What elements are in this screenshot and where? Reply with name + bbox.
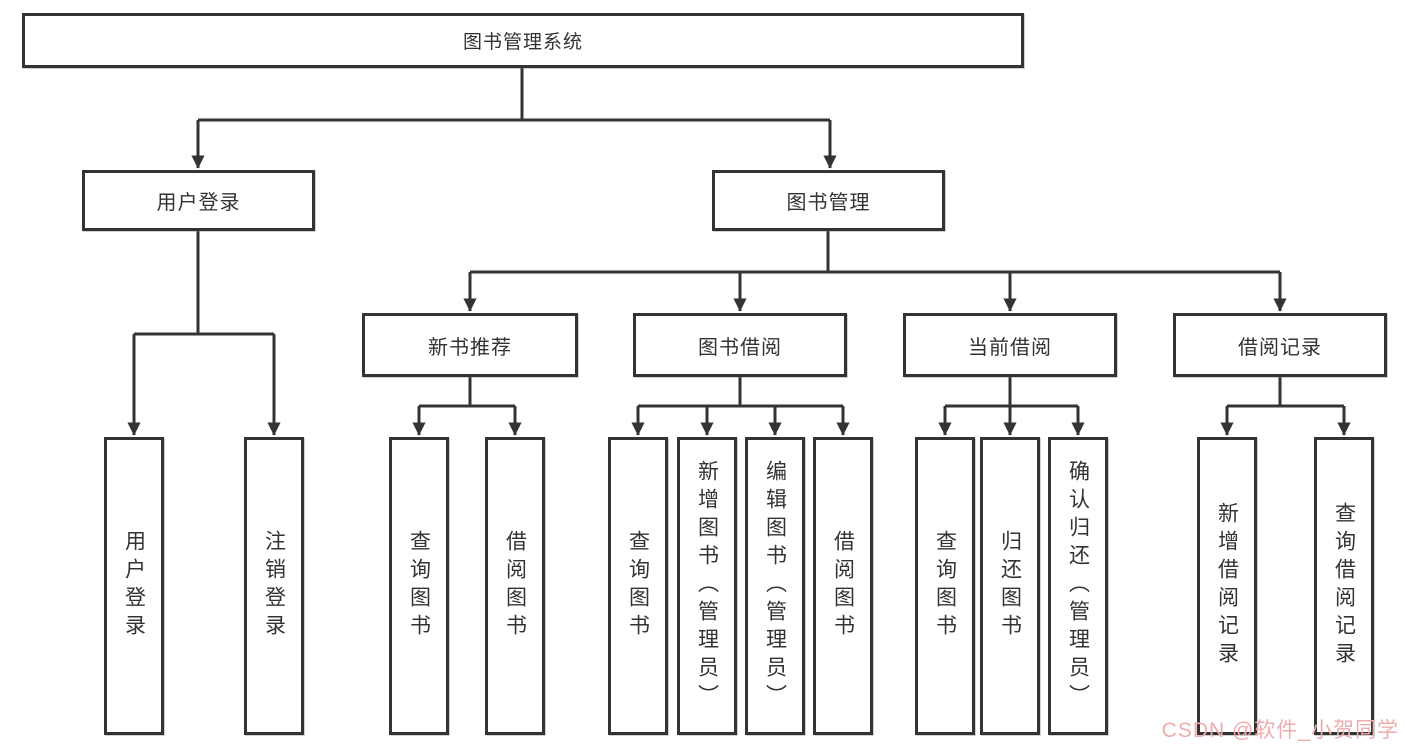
leaf-add-borrow-record: 新增借阅记录	[1197, 437, 1257, 735]
leaf-user-login: 用户登录	[104, 437, 164, 735]
node-user-login: 用户登录	[82, 170, 315, 231]
node-label: 查询图书	[407, 530, 431, 642]
node-label: 编辑图书（管理员）	[763, 460, 787, 712]
node-label: 新增图书（管理员）	[695, 460, 719, 712]
node-new-book-recommend: 新书推荐	[362, 313, 578, 377]
node-label: 查询图书	[626, 530, 650, 642]
node-label: 注销登录	[262, 530, 286, 642]
leaf-add-book-admin: 新增图书（管理员）	[677, 437, 737, 735]
node-label: 图书管理	[786, 192, 871, 214]
node-book-management: 图书管理	[712, 170, 945, 231]
leaf-query-books-recommend: 查询图书	[389, 437, 449, 735]
leaf-query-borrow-record: 查询借阅记录	[1314, 437, 1374, 735]
leaf-return-books: 归还图书	[980, 437, 1040, 735]
leaf-confirm-return-admin: 确认归还（管理员）	[1048, 437, 1108, 735]
node-label: 查询图书	[933, 530, 957, 642]
leaf-query-books-borrow: 查询图书	[608, 437, 668, 735]
node-label: 借阅图书	[503, 530, 527, 642]
node-label: 新增借阅记录	[1215, 502, 1239, 670]
node-label: 借阅记录	[1238, 336, 1322, 359]
watermark-text: CSDN @软件_小贺同学	[1161, 719, 1399, 742]
node-label: 查询借阅记录	[1332, 502, 1356, 670]
node-label: 用户登录	[122, 530, 146, 642]
node-label: 当前借阅	[968, 336, 1052, 359]
leaf-edit-book-admin: 编辑图书（管理员）	[745, 437, 805, 735]
leaf-borrow-books-recommend: 借阅图书	[485, 437, 545, 735]
node-label: 归还图书	[998, 530, 1022, 642]
node-label: 用户登录	[156, 192, 241, 214]
node-label: 图书借阅	[698, 336, 782, 359]
node-book-management-system: 图书管理系统	[22, 13, 1024, 68]
node-label: 新书推荐	[428, 336, 512, 359]
leaf-logout: 注销登录	[244, 437, 304, 735]
node-label: 图书管理系统	[462, 32, 583, 53]
node-current-borrow: 当前借阅	[903, 313, 1117, 377]
node-label: 确认归还（管理员）	[1066, 460, 1090, 712]
leaf-query-books-current: 查询图书	[915, 437, 975, 735]
node-book-borrow: 图书借阅	[633, 313, 847, 377]
node-label: 借阅图书	[831, 530, 855, 642]
node-borrow-records: 借阅记录	[1173, 313, 1387, 377]
leaf-borrow-books-borrow: 借阅图书	[813, 437, 873, 735]
